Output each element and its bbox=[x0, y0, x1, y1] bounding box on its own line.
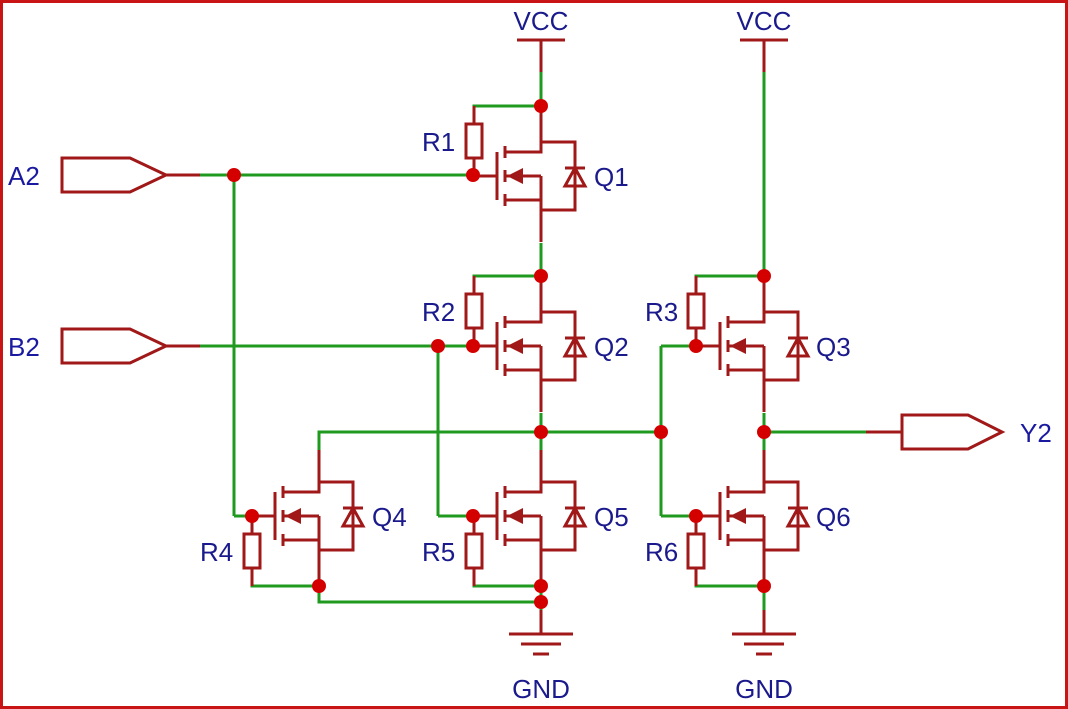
transistor-q6: Q6 bbox=[694, 448, 851, 584]
port-y2: Y2 bbox=[866, 413, 1052, 451]
resistor-r2: R2 bbox=[422, 274, 484, 348]
vcc-label: VCC bbox=[514, 6, 569, 36]
component-label: Q2 bbox=[594, 332, 629, 362]
vcc-label: VCC bbox=[737, 6, 792, 36]
transistor-q5: Q5 bbox=[471, 448, 629, 584]
junctions bbox=[227, 99, 771, 609]
resistor-r1: R1 bbox=[422, 104, 484, 178]
gnd-label: GND bbox=[735, 674, 793, 704]
port-b2: B2 bbox=[8, 327, 200, 365]
component-label: R5 bbox=[422, 537, 455, 567]
gnd-label: GND bbox=[512, 674, 570, 704]
component-label: R4 bbox=[200, 537, 233, 567]
component-label: Q6 bbox=[816, 502, 851, 532]
vcc-symbol-right: VCC bbox=[737, 6, 792, 74]
ground-symbol-right: GND bbox=[730, 586, 798, 704]
port-label: B2 bbox=[8, 332, 40, 362]
ground-symbol-left: GND bbox=[507, 608, 575, 704]
resistor-r4: R4 bbox=[200, 514, 262, 588]
resistor-r6: R6 bbox=[645, 514, 706, 588]
transistor-q1: Q1 bbox=[471, 108, 629, 244]
component-label: R2 bbox=[422, 297, 455, 327]
resistor-r5: R5 bbox=[422, 514, 484, 588]
transistor-q3: Q3 bbox=[694, 278, 851, 414]
component-label: R1 bbox=[422, 127, 455, 157]
component-label: Q3 bbox=[816, 332, 851, 362]
component-label: Q1 bbox=[594, 162, 629, 192]
port-label: Y2 bbox=[1020, 418, 1052, 448]
component-label: R6 bbox=[645, 537, 678, 567]
resistor-r3: R3 bbox=[645, 274, 706, 348]
transistor-q4: Q4 bbox=[249, 448, 407, 584]
component-label: Q4 bbox=[372, 502, 407, 532]
vcc-symbol-left: VCC bbox=[514, 6, 569, 74]
component-label: Q5 bbox=[594, 502, 629, 532]
transistor-q2: Q2 bbox=[471, 278, 629, 414]
port-a2: A2 bbox=[8, 156, 200, 194]
component-label: R3 bbox=[645, 297, 678, 327]
port-label: A2 bbox=[8, 161, 40, 191]
